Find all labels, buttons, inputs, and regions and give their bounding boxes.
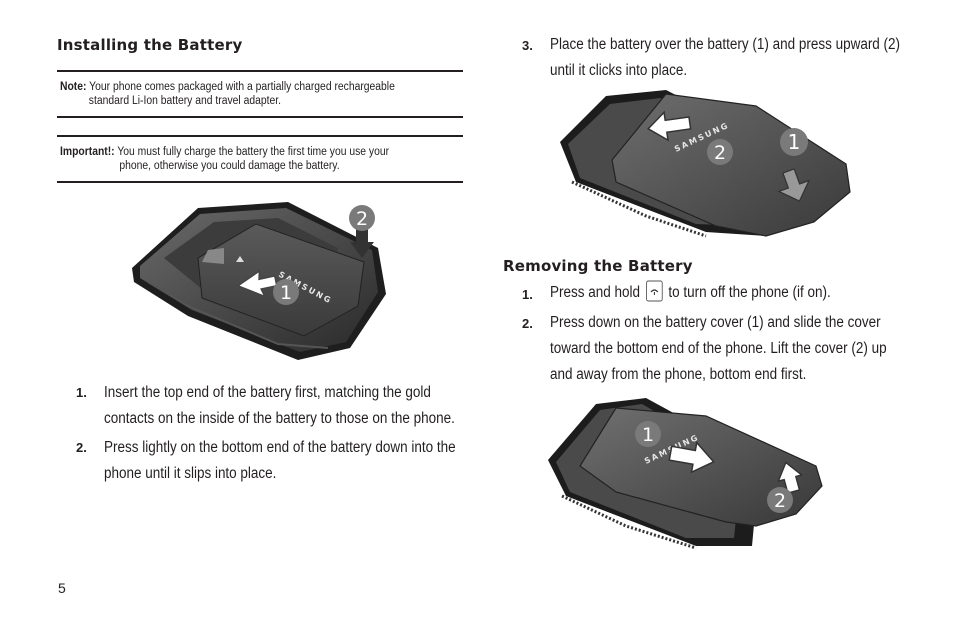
remove-step-1-before: Press and hold [550, 284, 640, 301]
note-line1: Your phone comes packaged with a partial… [89, 81, 395, 93]
install-step-1-number: 1. [76, 385, 87, 400]
remove-callout-1: 1 [642, 424, 654, 446]
important-top-rule [57, 135, 463, 137]
page-number: 5 [58, 580, 66, 596]
install-step-3-text: Place the battery over the battery (1) a… [550, 32, 900, 84]
remove-step-1-text: Press and hold to turn off the phone (if… [550, 280, 831, 306]
section-heading-installing: Installing the Battery [57, 36, 243, 54]
important-line2: phone, otherwise you could damage the ba… [119, 160, 340, 172]
remove-step-2-line1: Press down on the battery cover (1) and … [550, 314, 881, 331]
remove-callout-2: 2 [774, 490, 786, 512]
install-step-1-text: Insert the top end of the battery first,… [104, 380, 455, 432]
note-label: Note: [60, 81, 87, 93]
note-top-rule [57, 70, 463, 72]
install-step-3-line1: Place the battery over the battery (1) a… [550, 36, 901, 53]
install-step-2-line1: Press lightly on the bottom end of the b… [104, 439, 456, 456]
remove-step-2-number: 2. [522, 316, 533, 331]
install-step-3-number: 3. [522, 38, 533, 53]
remove-battery-illustration: SAMSUNG 1 2 [548, 398, 823, 550]
place-battery-illustration: SAMSUNG 2 1 [560, 90, 851, 238]
note-line2: standard Li-Ion battery and travel adapt… [88, 95, 281, 107]
install-step-2-number: 2. [76, 440, 87, 455]
important-label: Important!: [60, 146, 115, 158]
important-block: Important!: You must fully charge the ba… [60, 145, 389, 173]
place-callout-2: 2 [714, 142, 726, 164]
remove-step-2-line3: and away from the phone, bottom end firs… [550, 366, 807, 383]
install-step-2-line2: phone until it slips into place. [104, 465, 277, 482]
install-step-1-line1: Insert the top end of the battery first,… [104, 384, 431, 401]
remove-step-2-line2: toward the bottom end of the phone. Lift… [550, 340, 887, 357]
install-step-1-line2: contacts on the inside of the battery to… [104, 410, 455, 427]
install-step-3-line2: until it clicks into place. [550, 62, 688, 79]
remove-step-1-after: to turn off the phone (if on). [668, 284, 831, 301]
install-callout-2: 2 [356, 208, 368, 230]
install-battery-illustration: SAMSUNG 2 1 [132, 202, 386, 360]
remove-step-2-text: Press down on the battery cover (1) and … [550, 310, 887, 388]
note-block: Note: Your phone comes packaged with a p… [60, 80, 395, 108]
end-power-key-icon [645, 280, 663, 302]
important-line1: You must fully charge the battery the fi… [117, 146, 390, 158]
place-callout-1: 1 [788, 130, 801, 154]
note-bottom-rule [57, 116, 463, 118]
important-bottom-rule [57, 181, 463, 183]
remove-step-1-number: 1. [522, 287, 533, 302]
section-heading-removing: Removing the Battery [503, 257, 693, 275]
install-callout-1: 1 [280, 282, 292, 304]
install-step-2-text: Press lightly on the bottom end of the b… [104, 435, 456, 487]
